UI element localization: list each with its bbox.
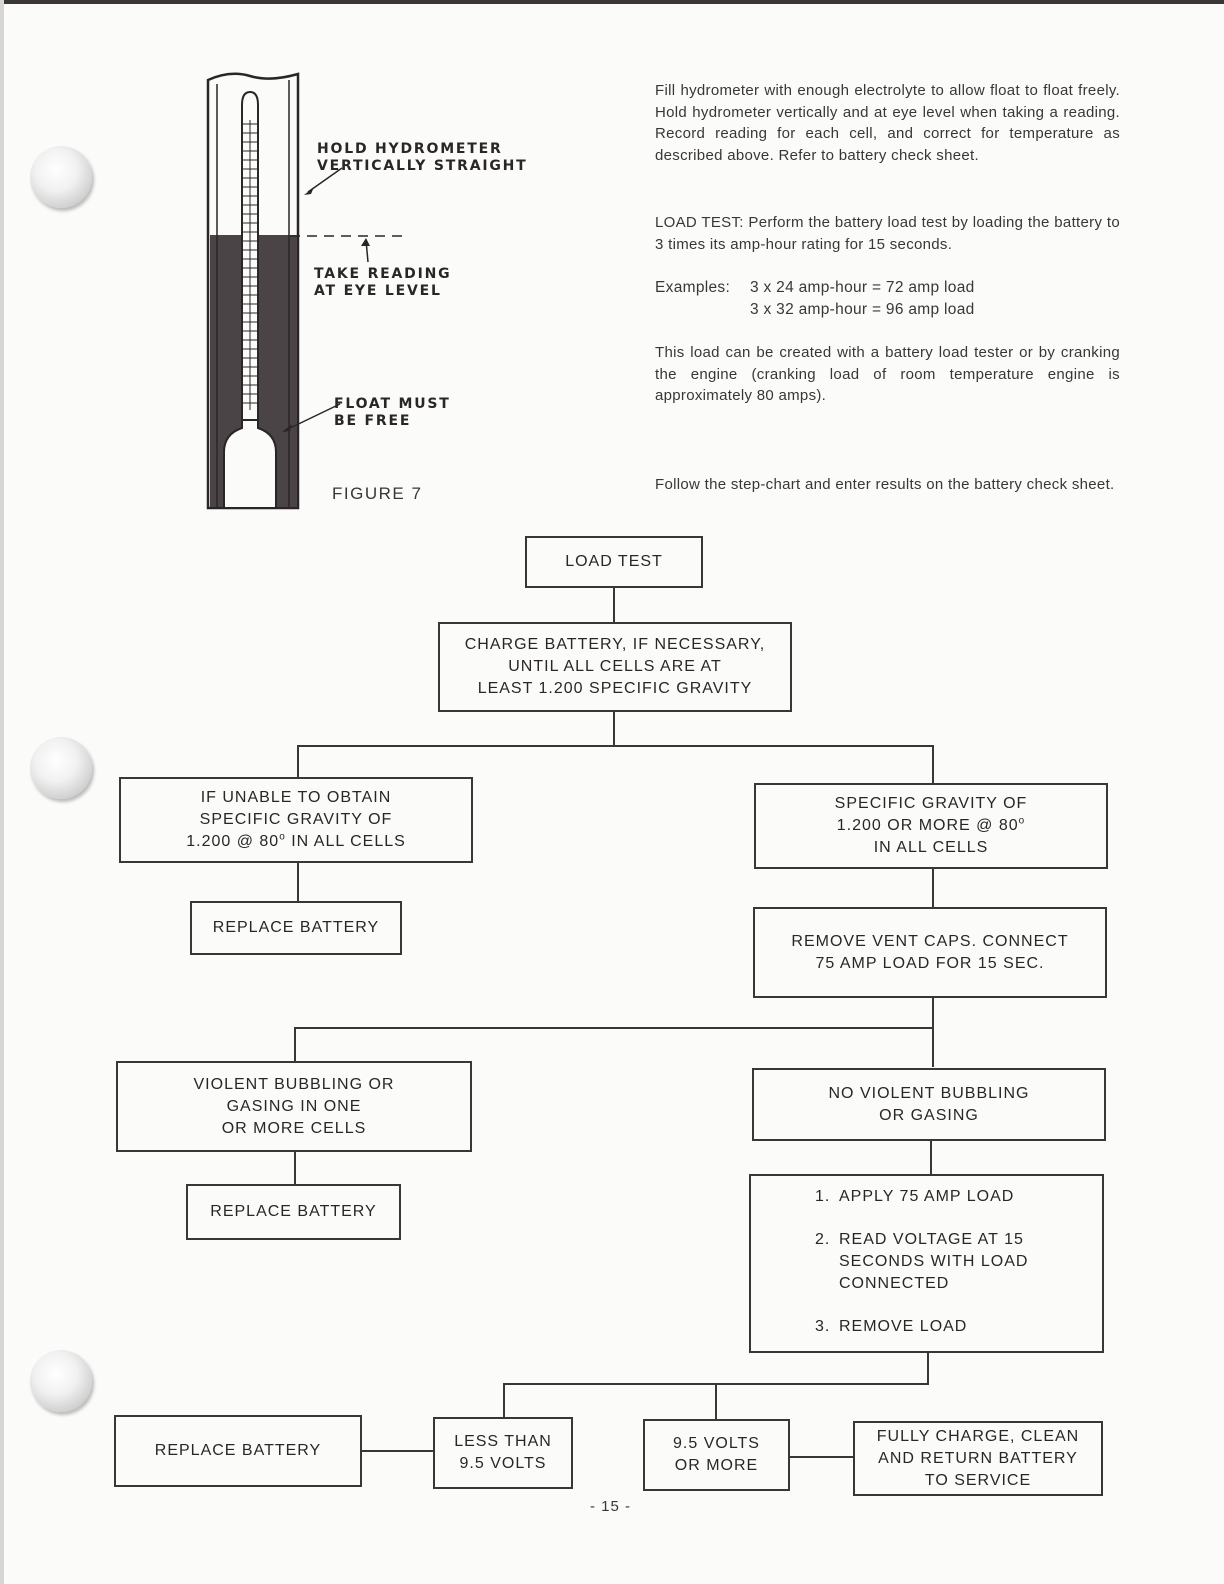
paragraph-follow-chart: Follow the step-chart and enter results … xyxy=(655,476,1115,493)
paragraph-load-test: LOAD TEST: Perform the battery load test… xyxy=(655,214,1120,253)
box-no-violent-bubbling: NO VIOLENT BUBBLING OR GASING xyxy=(752,1068,1106,1141)
unable-line-1: IF UNABLE TO OBTAIN xyxy=(200,789,392,806)
step-2: 2. READ VOLTAGE AT 15 SECONDS WITH LOAD … xyxy=(815,1229,1028,1295)
paragraph-load-creation: This load can be created with a battery … xyxy=(655,344,1120,404)
top-border-line xyxy=(0,0,1224,4)
box-replace-battery-1: REPLACE BATTERY xyxy=(190,901,402,955)
connector-to-unable xyxy=(297,745,299,778)
fully-charge-line-3: TO SERVICE xyxy=(924,1471,1032,1489)
box-unable-to-obtain: IF UNABLE TO OBTAIN SPECIFIC GRAVITY OF … xyxy=(119,777,473,863)
step-2-number: 2. xyxy=(815,1231,831,1248)
step-2-line-3: CONNECTED xyxy=(839,1275,950,1292)
load-examples: Examples: 3 x 24 amp-hour = 72 amp load 3… xyxy=(655,277,975,321)
connector-less-to-replace xyxy=(361,1450,434,1452)
step-3: 3. REMOVE LOAD xyxy=(815,1316,1028,1338)
box-voltage-steps: 1. APPLY 75 AMP LOAD 2. READ VOLTAGE AT … xyxy=(749,1174,1104,1353)
figure-caption: FIGURE 7 xyxy=(332,484,423,503)
connector-more-to-charge xyxy=(788,1456,854,1458)
no-violent-line-2: OR GASING xyxy=(879,1106,979,1124)
connector-no-violent-to-steps xyxy=(930,1140,932,1175)
box-charge-battery: CHARGE BATTERY, IF NECESSARY, UNTIL ALL … xyxy=(438,622,792,712)
gravity-line-2: 1.200 OR MORE @ 80 xyxy=(836,817,1019,834)
box-replace-battery-2: REPLACE BATTERY xyxy=(186,1184,401,1240)
charge-line-1: CHARGE BATTERY, IF NECESSARY, xyxy=(464,636,766,653)
caps-line-1: REMOVE VENT CAPS. CONNECT xyxy=(791,932,1069,950)
degree-mark: o xyxy=(1018,815,1026,827)
paragraph-fill-hydrometer: Fill hydrometer with enough electrolyte … xyxy=(655,82,1120,164)
step-1-line-1: APPLY 75 AMP LOAD xyxy=(839,1188,1015,1205)
examples-label: Examples: xyxy=(655,279,731,296)
connector-load-to-charge xyxy=(613,587,615,624)
label-float-must-be-free: FLOAT MUST BE FREE xyxy=(334,396,451,429)
example-32-amp-hour: 3 x 32 amp-hour = 96 amp load xyxy=(750,301,975,318)
connector-split-2 xyxy=(294,1027,934,1029)
gravity-line-1: SPECIFIC GRAVITY OF xyxy=(834,795,1028,812)
or-more-line-1: 9.5 VOLTS xyxy=(673,1435,760,1452)
connector-violent-to-replace xyxy=(294,1151,296,1184)
connector-caps-down xyxy=(932,997,934,1067)
fully-charge-line-1: FULLY CHARGE, CLEAN xyxy=(876,1427,1080,1445)
step-1: 1. APPLY 75 AMP LOAD xyxy=(815,1186,1028,1208)
page-left-edge xyxy=(0,0,4,1584)
box-violent-bubbling: VIOLENT BUBBLING OR GASING IN ONE OR MOR… xyxy=(116,1061,472,1152)
box-load-test: LOAD TEST xyxy=(525,536,703,588)
caps-line-2: 75 AMP LOAD FOR 15 SEC. xyxy=(815,954,1045,972)
box-remove-vent-caps: REMOVE VENT CAPS. CONNECT 75 AMP LOAD FO… xyxy=(753,907,1107,998)
box-replace-battery-3: REPLACE BATTERY xyxy=(114,1415,362,1487)
violent-line-3: OR MORE CELLS xyxy=(221,1119,367,1137)
binder-hole-bottom xyxy=(30,1350,92,1412)
charge-line-2: UNTIL ALL CELLS ARE AT xyxy=(508,658,722,675)
or-more-line-2: OR MORE xyxy=(674,1457,759,1474)
label-hold-vertically: HOLD HYDROMETER VERTICALLY STRAIGHT xyxy=(317,141,528,174)
unable-line-4: IN ALL CELLS xyxy=(291,833,406,850)
connector-charge-down xyxy=(613,711,615,746)
no-violent-line-1: NO VIOLENT BUBBLING xyxy=(828,1084,1030,1102)
violent-line-1: VIOLENT BUBBLING OR xyxy=(193,1075,395,1093)
page-number: - 15 - xyxy=(590,1498,632,1515)
less-than-line-2: 9.5 VOLTS xyxy=(459,1455,547,1472)
example-24-amp-hour: 3 x 24 amp-hour = 72 amp load xyxy=(750,279,975,296)
fully-charge-line-2: AND RETURN BATTERY xyxy=(878,1449,1078,1467)
step-1-number: 1. xyxy=(815,1188,831,1205)
step-2-line-2: SECONDS WITH LOAD xyxy=(839,1253,1029,1270)
unable-line-3: 1.200 @ 80 xyxy=(186,833,280,850)
box-load-test-text: LOAD TEST xyxy=(565,553,663,570)
box-gravity-ok: SPECIFIC GRAVITY OF 1.200 OR MORE @ 80o … xyxy=(754,783,1108,869)
box-fully-charge: FULLY CHARGE, CLEAN AND RETURN BATTERY T… xyxy=(853,1421,1103,1496)
step-2-line-1: READ VOLTAGE AT 15 xyxy=(839,1231,1024,1248)
violent-line-2: GASING IN ONE xyxy=(226,1097,362,1115)
replace-battery-1-text: REPLACE BATTERY xyxy=(212,919,380,936)
connector-split-1 xyxy=(297,745,934,747)
gravity-line-3: IN ALL CELLS xyxy=(873,839,989,856)
degree-mark: o xyxy=(279,831,286,843)
step-3-line-1: REMOVE LOAD xyxy=(839,1318,968,1335)
hydrometer-illustration xyxy=(206,72,402,510)
connector-gravity-to-caps xyxy=(932,868,934,908)
binder-hole-top xyxy=(30,146,92,208)
replace-battery-3-text: REPLACE BATTERY xyxy=(154,1442,322,1459)
connector-to-or-more xyxy=(715,1383,717,1420)
connector-to-less-than xyxy=(503,1383,505,1418)
replace-battery-2-text: REPLACE BATTERY xyxy=(210,1203,377,1220)
box-less-than-9-5-volts: LESS THAN 9.5 VOLTS xyxy=(433,1417,573,1489)
unable-line-2: SPECIFIC GRAVITY OF xyxy=(199,811,393,828)
charge-line-3: LEAST 1.200 SPECIFIC GRAVITY xyxy=(477,680,753,697)
box-9-5-volts-or-more: 9.5 VOLTS OR MORE xyxy=(643,1419,790,1491)
connector-to-gravity-ok xyxy=(932,745,934,784)
binder-hole-middle xyxy=(30,737,92,799)
less-than-line-1: LESS THAN xyxy=(454,1433,552,1450)
step-3-number: 3. xyxy=(815,1318,831,1335)
label-take-reading: TAKE READING AT EYE LEVEL xyxy=(314,266,452,299)
connector-steps-down xyxy=(927,1352,929,1385)
connector-to-violent xyxy=(294,1027,296,1062)
connector-unable-to-replace xyxy=(297,862,299,902)
